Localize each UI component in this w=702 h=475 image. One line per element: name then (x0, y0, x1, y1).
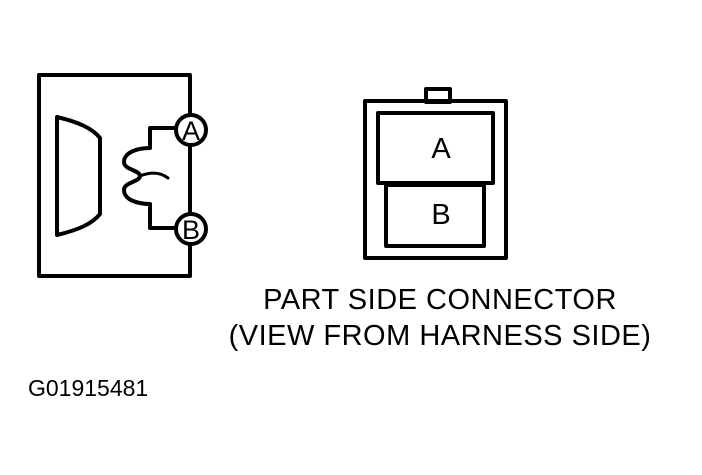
horn-contact-point (138, 171, 170, 180)
horn-component-schematic (37, 73, 192, 278)
horn-contact-lead (122, 126, 180, 230)
caption-line-1: PART SIDE CONNECTOR (263, 284, 617, 316)
horn-terminal-a: A (174, 113, 208, 147)
caption-line-2: (VIEW FROM HARNESS SIDE) (228, 320, 652, 352)
horn-terminal-b: B (174, 212, 208, 246)
figure-id: G01915481 (28, 375, 149, 401)
connector-cavity-a-label: A (431, 133, 451, 165)
horn-housing (37, 73, 192, 278)
connector-shell (363, 99, 508, 260)
part-side-connector (363, 87, 508, 260)
connector-cavity-b (384, 183, 486, 248)
connector-cavity-b-label: B (431, 199, 450, 231)
horn-terminal-b-label: B (182, 215, 200, 245)
horn-diaphragm (55, 115, 102, 237)
horn-terminal-a-label: A (182, 116, 200, 146)
